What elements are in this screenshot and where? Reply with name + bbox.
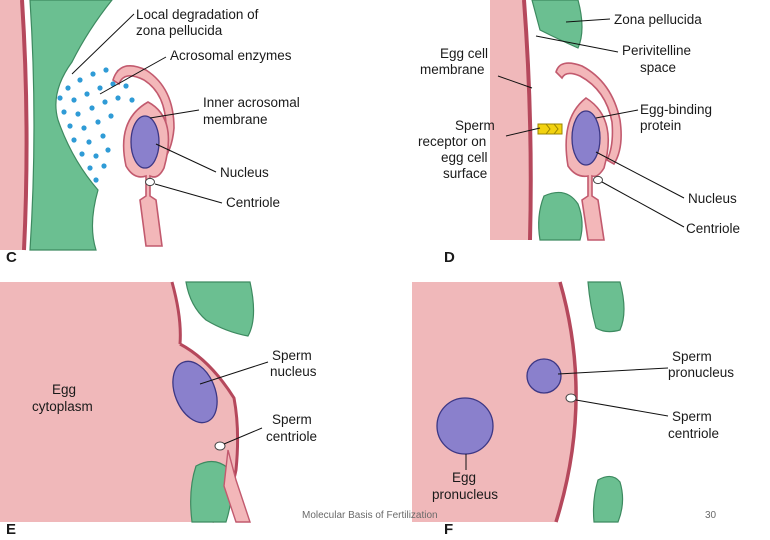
- label-nucleus-c: Nucleus: [220, 165, 269, 180]
- label-sperm-centriole-e-1: Sperm: [272, 412, 312, 427]
- sperm-pronucleus: [526, 358, 562, 394]
- sperm-centriole-f: [565, 393, 577, 403]
- label-sperm-pronucleus-1: Sperm: [672, 349, 712, 364]
- egg-cytoplasm-e: [0, 282, 238, 522]
- label-inner-acrosomal-1: Inner acrosomal: [203, 95, 300, 110]
- label-receptor-2: receptor on: [418, 134, 486, 149]
- label-sperm-nucleus-e-2: nucleus: [270, 364, 317, 379]
- label-zona-pellucida: Zona pellucida: [614, 12, 702, 27]
- panel-letter-c: C: [6, 249, 17, 266]
- zona-pellucida-f-top: [587, 281, 625, 333]
- egg-cytoplasm-f: [412, 282, 577, 522]
- panel-c: Local degradation of zona pellucida Acro…: [0, 0, 300, 266]
- label-egg-cell-2: membrane: [420, 62, 485, 77]
- sperm-tail-e: [223, 449, 251, 523]
- sperm-receptor: [537, 123, 563, 135]
- label-sperm-centriole-e-2: centriole: [266, 429, 317, 444]
- label-receptor-4: surface: [443, 166, 487, 181]
- label-local-degradation-1: Local degradation of: [136, 7, 259, 22]
- egg-cytoplasm-d: [490, 0, 531, 240]
- panel-letter-f: F: [444, 521, 453, 538]
- label-egg-binding-2: protein: [640, 118, 681, 133]
- label-local-degradation-2: zona pellucida: [136, 23, 223, 38]
- zona-pellucida-d-bottom: [538, 191, 583, 241]
- zona-pellucida-c: [29, 0, 113, 251]
- zona-pellucida-f-bottom: [592, 475, 624, 523]
- label-sperm-nucleus-e-1: Sperm: [272, 348, 312, 363]
- label-perivitelline-1: Perivitelline: [622, 43, 691, 58]
- label-sperm-centriole-f-2: centriole: [668, 426, 719, 441]
- acrosome-cap-d: [555, 62, 622, 166]
- label-egg-binding-1: Egg-binding: [640, 102, 712, 117]
- panel-f: Sperm pronucleus Sperm centriole Egg pro…: [412, 281, 734, 538]
- label-egg-pronucleus-1: Egg: [452, 470, 476, 485]
- footer-page-number: 30: [705, 510, 717, 521]
- centriole-c: [145, 177, 155, 187]
- egg-membrane-d: [522, 0, 533, 241]
- zona-pellucida-e-top: [185, 281, 255, 337]
- label-acrosomal-enzymes: Acrosomal enzymes: [170, 48, 292, 63]
- egg-membrane-c: [20, 0, 29, 251]
- label-receptor-1: Sperm: [455, 118, 495, 133]
- label-receptor-3: egg cell: [441, 150, 488, 165]
- label-sperm-pronucleus-2: pronucleus: [668, 365, 734, 380]
- label-inner-acrosomal-2: membrane: [203, 112, 268, 127]
- centriole-d: [593, 175, 603, 185]
- label-egg-cell-1: Egg cell: [440, 46, 488, 61]
- egg-membrane-f: [554, 281, 578, 523]
- label-nucleus-d: Nucleus: [688, 191, 737, 206]
- label-sperm-centriole-f-1: Sperm: [672, 409, 712, 424]
- sperm-nucleus-e: [172, 360, 218, 424]
- egg-pronucleus: [436, 397, 494, 455]
- label-egg-pronucleus-2: pronucleus: [432, 487, 498, 502]
- label-egg-cytoplasm-1: Egg: [52, 382, 76, 397]
- label-centriole-c: Centriole: [226, 195, 280, 210]
- panel-e: Egg cytoplasm Sperm nucleus Sperm centri…: [0, 281, 317, 538]
- label-centriole-d: Centriole: [686, 221, 740, 236]
- panel-letter-d: D: [444, 249, 455, 266]
- egg-cytoplasm-c: [0, 0, 27, 250]
- sperm-nucleus-d: [571, 110, 601, 166]
- sperm-nucleus-c: [130, 115, 160, 169]
- label-perivitelline-2: space: [640, 60, 676, 75]
- zona-pellucida-d-top: [531, 0, 583, 49]
- footer-title: Molecular Basis of Fertilization: [302, 510, 438, 521]
- panel-d: Zona pellucida Perivitelline space Egg c…: [418, 0, 740, 266]
- sperm-centriole-e: [214, 441, 226, 451]
- panel-letter-e: E: [6, 521, 16, 538]
- label-egg-cytoplasm-2: cytoplasm: [32, 399, 93, 414]
